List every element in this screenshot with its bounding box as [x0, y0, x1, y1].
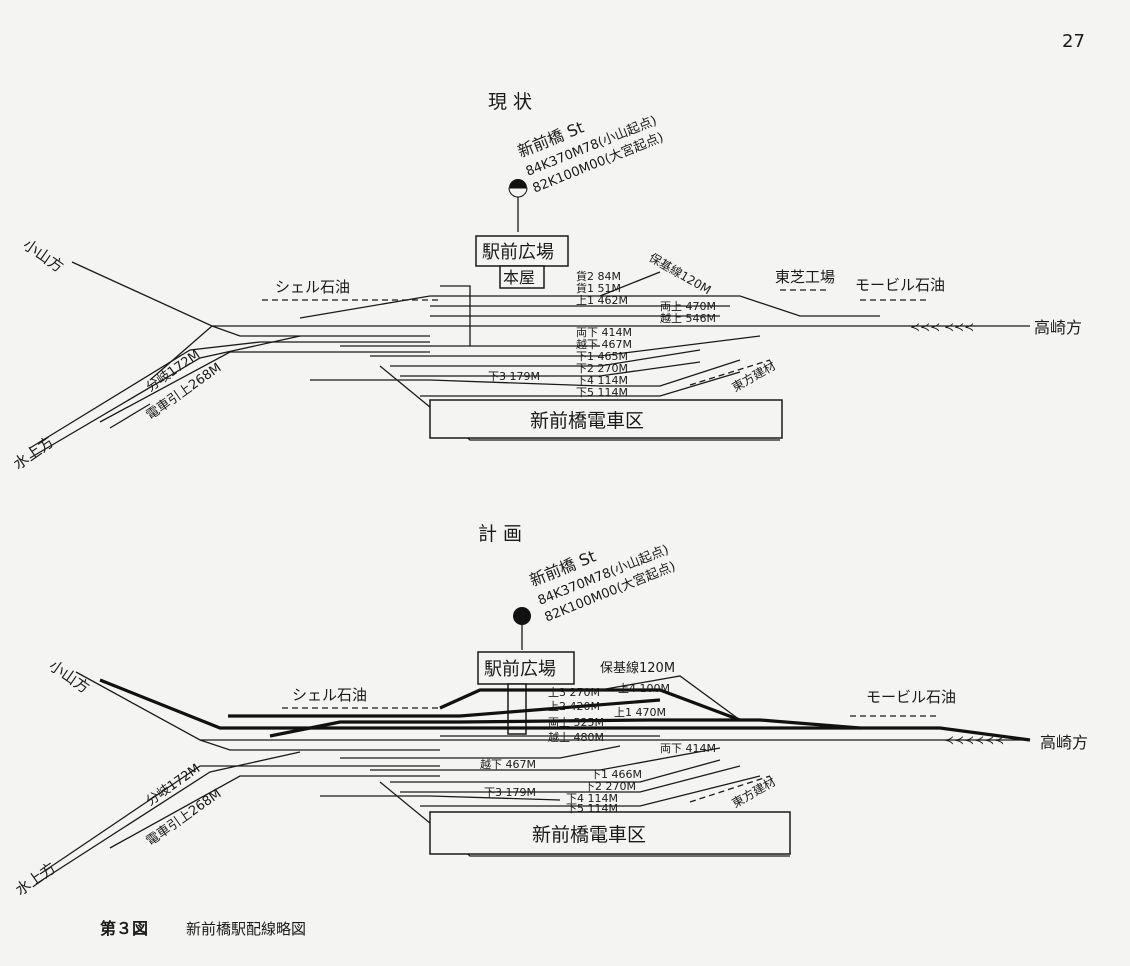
plan-track-down2 [400, 765, 741, 793]
current-track-down4 [420, 371, 741, 397]
plan-label-up3: 上3 270M [548, 686, 600, 699]
current-track-up1 [299, 295, 880, 319]
plan-track-down1 [390, 759, 721, 783]
plan-dir-takasaki: 高崎方 [1040, 733, 1088, 752]
current-label-toho: 東方建材 [729, 358, 778, 395]
plan-track-both-down [340, 745, 621, 759]
plan-track-pass-down [370, 747, 721, 771]
plan-depot: 新前橋電車区 [532, 824, 646, 846]
plan-densha-line [109, 775, 440, 849]
current-dir-takasaki: 高崎方 [1034, 318, 1082, 337]
plan-label-down1: 下1 466M [590, 768, 642, 781]
plan-label-both-down: 両下 414M [660, 742, 716, 755]
current-plaza: 駅前広場 [482, 242, 554, 263]
current-track-pass-down [370, 335, 761, 357]
current-layout: 現 状 新前橋 St 84K370M78(小山起点) 82K100M00(大宮起… [10, 91, 1082, 473]
current-track-down3 [310, 359, 741, 387]
plan-label-down3: 下3 179M [484, 786, 536, 799]
current-label-mobil: モービル石油 [855, 276, 945, 294]
current-label-k2: 貨2 84M [576, 269, 621, 283]
plan-track-up1 [269, 718, 861, 738]
current-minakami-line2 [29, 341, 430, 449]
page-number: 27 [1062, 31, 1085, 52]
current-label-down4: 下4 114M [576, 374, 628, 387]
current-bunki-line [109, 403, 151, 429]
plan-station-label: 新前橋 St 84K370M78(小山起点) 82K100M00(大宮起点) [527, 542, 678, 625]
plan-label-toho: 東方建材 [729, 774, 778, 811]
current-label-down1: 下1 465M [576, 350, 628, 363]
plan-minakami-line2 [39, 765, 440, 875]
plan-label-up4: 上4 100M [618, 682, 670, 695]
plan-depot-box [429, 811, 791, 855]
current-plaza-box [475, 235, 569, 267]
plan-label-shell: シェル石油 [292, 686, 367, 704]
caption-text: 新前橋駅配線略図 [186, 920, 306, 938]
current-label-down2: 下2 270M [576, 362, 628, 375]
current-depot: 新前橋電車区 [530, 410, 644, 432]
plan-label-down4: 下4 114M [566, 792, 618, 805]
plan-label-down5: 下5 114M [566, 802, 618, 815]
plan-track-down4 [420, 775, 761, 807]
current-label-pass-down: 越下 467M [576, 337, 632, 351]
plan-label-pass-up: 越上 480M [548, 730, 604, 744]
current-label-toshiba: 東芝工場 [775, 268, 835, 286]
plan-label-up2: 上2 420M [548, 700, 600, 713]
current-label-down3: 下3 179M [488, 370, 540, 383]
plan-label-hoki: 保基線120M [600, 660, 675, 676]
current-building: 本屋 [503, 268, 535, 287]
current-depot-lead [379, 365, 780, 441]
current-arrows-takasaki: ≺≺≺ ≺≺≺ [910, 320, 974, 334]
current-dir-minakami: 水上方 [10, 433, 57, 474]
plan-layout: 計 画 新前橋 St 84K370M78(小山起点) 82K100M00(大宮起… [12, 523, 1088, 900]
caption-number: 第３図 [100, 919, 148, 938]
current-building-box [499, 265, 545, 289]
plan-label-up1: 上1 470M [614, 706, 666, 719]
current-depot-box [429, 399, 783, 439]
current-label-down5: 下5 114M [576, 386, 628, 399]
current-track-down2 [400, 361, 701, 377]
current-label-k1: 貨1 51M [576, 281, 621, 295]
current-station-marker-half [508, 187, 528, 198]
current-label-both-up: 両上 470M [660, 300, 716, 313]
plan-label-both-up: 両上 525M [548, 716, 604, 729]
plan-main-down [199, 739, 440, 751]
plan-plaza-box [477, 651, 575, 685]
plan-track-down3 [320, 795, 561, 801]
current-siding-hoki [599, 271, 661, 297]
plan-minakami-line [35, 751, 301, 885]
plan-depot-lead [379, 781, 790, 857]
current-label-both-down: 両下 414M [576, 326, 632, 339]
current-main-down [211, 325, 430, 337]
current-densha-line [99, 351, 430, 423]
plan-heading: 計 画 [478, 523, 522, 545]
current-branch-junction [149, 325, 213, 381]
plan-siding-hoki [599, 675, 741, 721]
current-minakami-line [29, 335, 301, 459]
plan-dir-minakami: 水上方 [12, 859, 59, 900]
plan-station-marker-icon [513, 607, 531, 625]
plan-plaza: 駅前広場 [484, 659, 556, 680]
plan-siding-toho [689, 775, 771, 803]
plan-label-down2: 下2 270M [584, 780, 636, 793]
current-siding-mobil [780, 289, 930, 301]
plan-track-up3 [439, 688, 741, 722]
plan-arrows-takasaki: ≺≺≺≺≺≺ [944, 733, 1004, 747]
plan-label-mobil: モービル石油 [866, 688, 956, 706]
current-siding-toho [689, 359, 771, 386]
current-station-label: 新前橋 St 84K370M78(小山起点) 82K100M00(大宮起点) [515, 113, 666, 196]
current-label-pass-up: 越上 546M [660, 311, 716, 325]
current-label-shell: シェル石油 [275, 278, 350, 296]
current-label-up1: 上1 462M [576, 294, 628, 307]
plan-track-up2 [228, 698, 661, 718]
current-yard [440, 285, 471, 346]
current-track-down1 [390, 349, 701, 367]
current-heading: 現 状 [488, 91, 532, 113]
plan-label-pass-down: 越下 467M [480, 757, 536, 771]
current-dir-oyama: 小山方 [20, 236, 67, 277]
plan-main-up [99, 678, 1031, 742]
